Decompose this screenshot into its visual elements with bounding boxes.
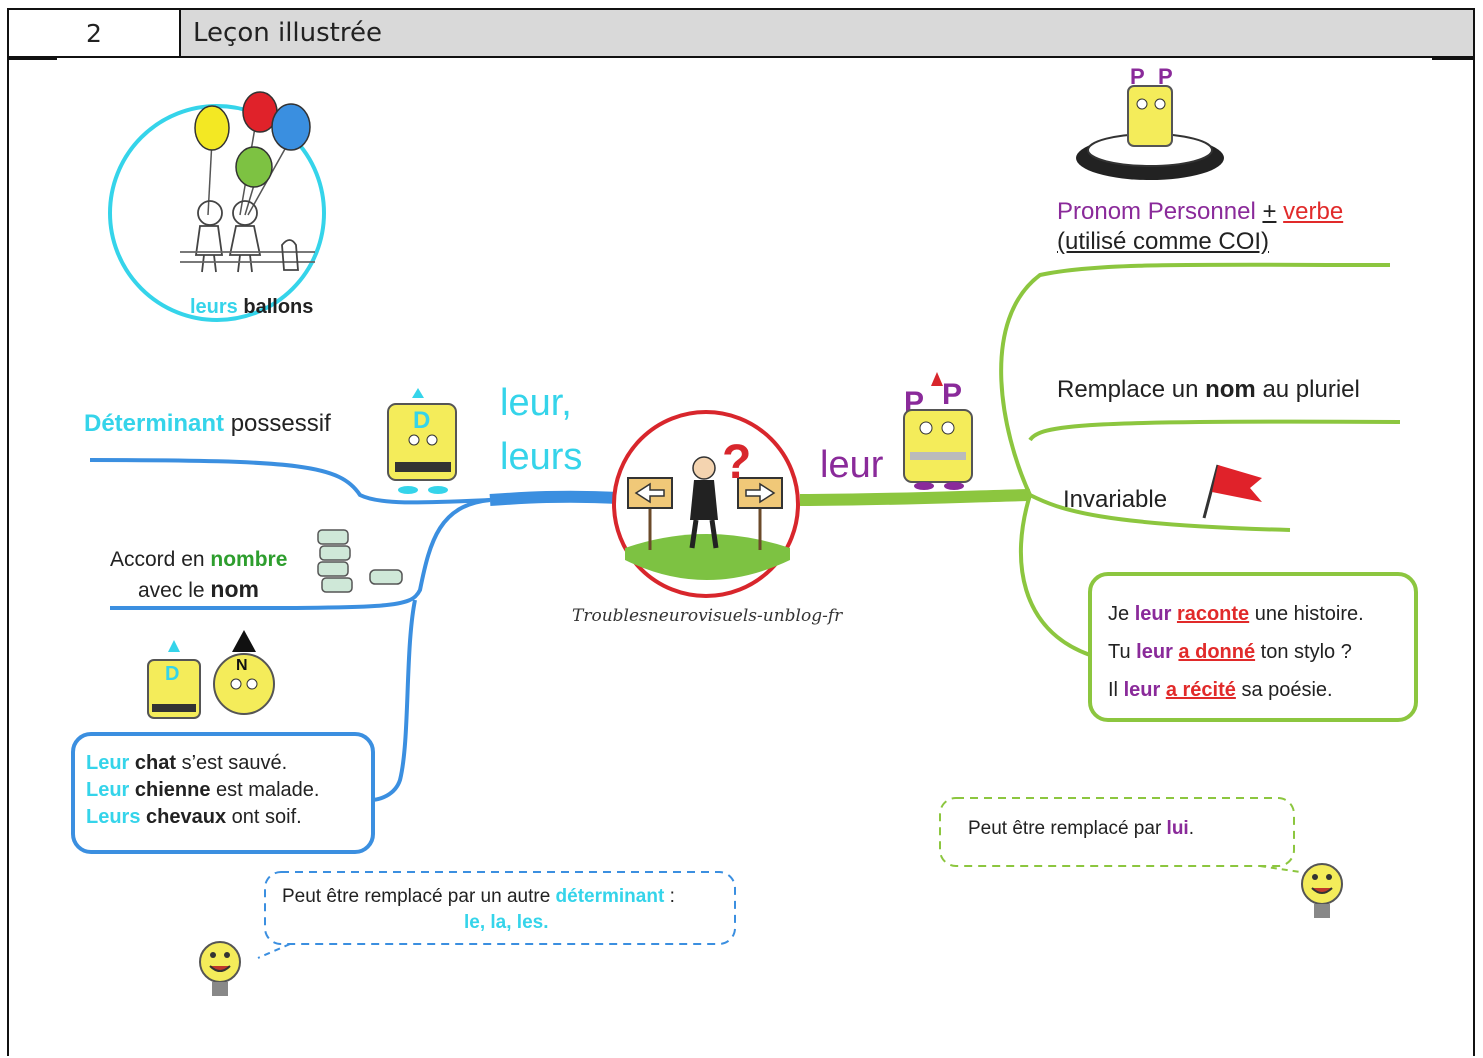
nom-word: nom: [210, 576, 259, 602]
pronom-personnel: Pronom Personnel: [1057, 198, 1256, 225]
svg-text:D: D: [413, 407, 430, 434]
example-rest: ont soif.: [231, 806, 302, 828]
determinant-small-mascot-icon: D: [147, 640, 201, 719]
example-subject: Je: [1108, 603, 1130, 625]
example-pron: leur: [1134, 603, 1172, 625]
main-word-leur-comma: leur,: [500, 382, 572, 424]
right-examples: Je leur raconte une histoire. Tu leur a …: [1108, 595, 1364, 709]
example-rest: une histoire.: [1254, 603, 1364, 625]
balloons-caption-word1: leurs: [190, 296, 238, 318]
determinant-word: Déterminant: [84, 410, 225, 437]
example-rest: ton stylo ?: [1260, 641, 1352, 663]
balloons-icon: [194, 91, 311, 216]
remplace-nom: nom: [1205, 376, 1256, 403]
right-bubble-outline: [939, 797, 1295, 867]
possessif-word: possessif: [230, 410, 331, 437]
left-example-1: Leur chat s’est sauvé.: [86, 750, 319, 777]
children-icon: [180, 200, 315, 273]
example-rest: sa poésie.: [1241, 679, 1333, 701]
example-det: Leur: [86, 779, 130, 801]
branch-remplace: Remplace un nom au pluriel: [1057, 376, 1360, 404]
example-pron: leur: [1136, 641, 1173, 663]
branch-accord-line2: avec le nom: [138, 576, 259, 603]
example-pron: leur: [1123, 679, 1161, 701]
bubble-period: .: [1188, 818, 1194, 839]
balloons-caption: leurs ballons: [190, 296, 313, 319]
example-noun: chienne: [134, 779, 211, 801]
svg-text:P: P: [1130, 64, 1145, 89]
determinant-mascot-icon: D: [387, 388, 457, 494]
left-examples-box: [71, 732, 375, 854]
example-subject: Il: [1108, 679, 1118, 701]
left-example-2: Leur chienne est malade.: [86, 777, 319, 804]
nombre-word: nombre: [210, 548, 288, 571]
center-caption: Troublesneurovisuels-unblog-fr: [572, 606, 843, 626]
left-bubble-line2: le, la, les.: [464, 912, 549, 933]
thinking-man-icon: ?: [625, 436, 790, 580]
balloons-caption-word2: ballons: [243, 296, 314, 318]
svg-text:P: P: [1158, 64, 1173, 89]
right-example-1: Je leur raconte une histoire.: [1108, 595, 1364, 633]
example-verb: a donné: [1178, 641, 1256, 663]
branch-accord-line1: Accord en nombre: [110, 548, 287, 572]
plus-sign: +: [1262, 198, 1277, 225]
right-bubble-text: Peut être remplacé par lui.: [968, 818, 1194, 840]
header-underline-left: [9, 58, 57, 60]
left-examples: Leur chat s’est sauvé. Leur chienne est …: [86, 750, 319, 831]
example-rest: s’est sauvé.: [181, 752, 288, 774]
left-bubble-outline: [264, 871, 736, 945]
example-subject: Tu: [1108, 641, 1131, 663]
example-det: Leurs: [86, 806, 141, 828]
balloon-circle: [108, 104, 326, 322]
red-flag-icon: [1202, 464, 1262, 519]
lesson-title: Leçon illustrée: [181, 10, 1473, 56]
example-verb: raconte: [1176, 603, 1250, 625]
bubble-text: Peut être remplacé par un autre: [282, 886, 551, 907]
bubble-text: Peut être remplacé par: [968, 818, 1162, 839]
right-examples-box: [1088, 572, 1418, 722]
pronoun-mascot-top-icon: P P: [1076, 64, 1224, 180]
example-noun: chat: [134, 752, 177, 774]
header-row: 2 Leçon illustrée: [7, 8, 1475, 58]
svg-text:N: N: [236, 657, 248, 674]
svg-text:P: P: [942, 378, 962, 411]
stacked-cars-icon: [317, 529, 403, 593]
lightbulb-right-icon: [1301, 863, 1343, 918]
avec-le: avec le: [138, 579, 205, 602]
example-noun: chevaux: [146, 806, 227, 828]
branch-pronom-line1: Pronom Personnel + verbe: [1057, 198, 1343, 226]
svg-text:D: D: [165, 663, 179, 685]
branch-invariable: Invariable: [1063, 486, 1168, 513]
remplace-plain: Remplace un: [1057, 376, 1199, 403]
svg-text:?: ?: [722, 436, 751, 489]
lightbulb-left-icon: [199, 941, 241, 996]
main-word-leurs: leurs: [500, 436, 583, 478]
accord-plain: Accord en: [110, 548, 205, 571]
lesson-number: 2: [9, 10, 181, 56]
bubble-lui: lui: [1166, 818, 1189, 839]
right-example-2: Tu leur a donné ton stylo ?: [1108, 633, 1364, 671]
left-bubble-line1: Peut être remplacé par un autre détermin…: [282, 886, 675, 908]
branch-pronom-line2: (utilisé comme COI): [1057, 228, 1270, 255]
example-rest: est malade.: [216, 779, 320, 801]
header-underline-right: [1432, 58, 1473, 60]
example-det: Leur: [86, 752, 130, 774]
verbe-word: verbe: [1283, 198, 1344, 225]
example-verb: a récité: [1165, 679, 1236, 701]
branch-determinant-possessif: Déterminant possessif: [84, 410, 331, 438]
left-example-3: Leurs chevaux ont soif.: [86, 804, 319, 831]
bubble-colon: :: [664, 886, 675, 907]
main-word-leur: leur: [820, 444, 884, 486]
right-example-3: Il leur a récité sa poésie.: [1108, 671, 1364, 709]
bubble-determinant: déterminant: [555, 886, 665, 907]
pronoun-mascot-icon: P P: [903, 372, 973, 490]
noun-mascot-icon: N: [213, 630, 275, 715]
remplace-after: au pluriel: [1262, 376, 1360, 403]
